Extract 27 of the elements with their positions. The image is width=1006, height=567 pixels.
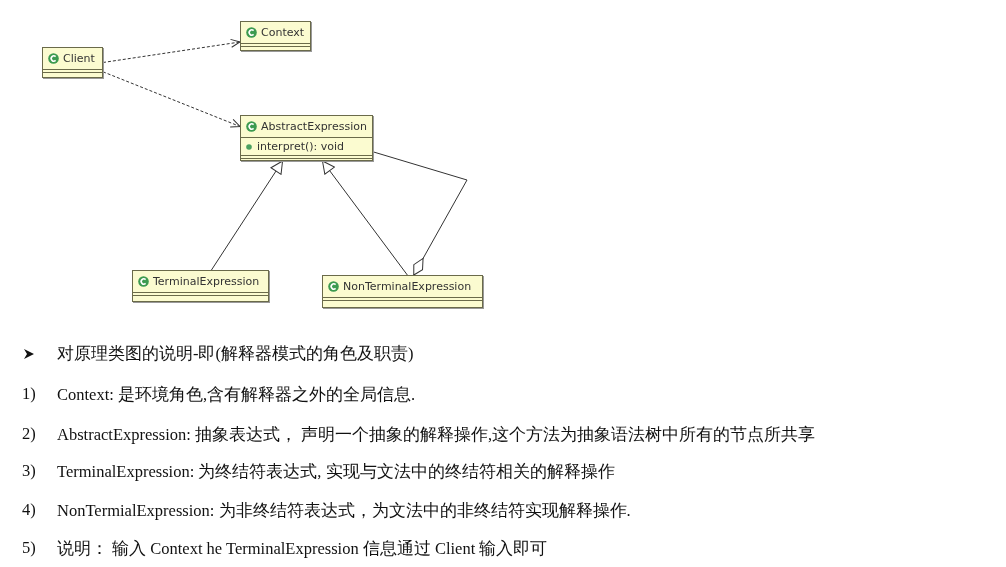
class-box [240,115,373,161]
class-box [42,47,103,78]
dependency-arrow [102,71,241,128]
class-name: NonTerminalExpression [343,280,472,293]
dependency-arrow [102,38,241,63]
description-text: Context: 是环境角色,含有解释器之外的全局信息. [57,384,416,406]
class-name: TerminalExpression [153,275,260,288]
description-text: 说明： 输入 Context he TerminalExpression 信息通过 Client 输入即可 [57,538,548,560]
list-number: 2) [22,424,36,444]
list-number: 1) [22,384,36,404]
class-name: Client [63,52,95,65]
inheritance-arrow [210,160,284,271]
list-number: 3) [22,461,36,481]
description-text: AbstractExpression: 抽象表达式， 声明一个抽象的解释操作,这个方法为抽象语法树中所有的节点所共享 [57,424,816,446]
description-text: TerminalExpression: 为终结符表达式, 实现与文法中的终结符相关的解释操作 [57,461,615,483]
inheritance-arrow [321,160,408,276]
aggregation-line [372,151,468,276]
class-box [240,21,311,51]
class-box [132,270,269,302]
class-box [322,275,483,308]
method-signature: interpret(): void [257,140,345,153]
list-number: 4) [22,500,36,520]
section-heading: 对原理类图的说明-即(解释器模式的角色及职责) [57,343,414,365]
class-name: Context [261,26,305,39]
description-text: NonTermialExpression: 为非终结符表达式，为文法中的非终结符实现解释操作. [57,500,631,522]
class-name: AbstractExpression [261,120,367,133]
list-number: 5) [22,538,36,558]
